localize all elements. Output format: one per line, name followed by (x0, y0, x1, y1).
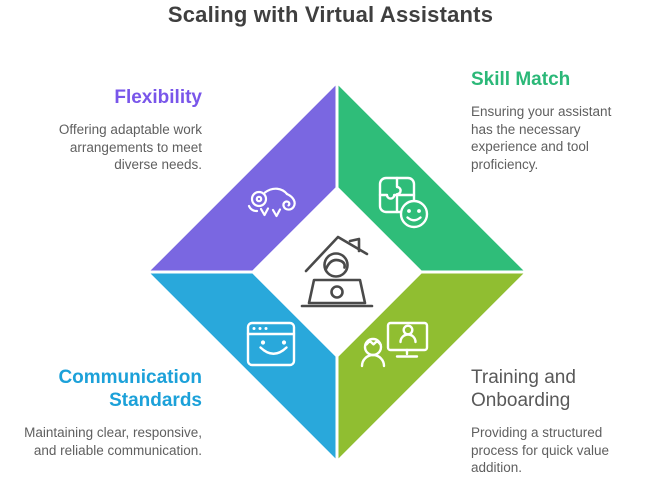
quadrant-text-training-onboarding: Training and Onboarding Providing a stru… (471, 366, 633, 477)
quadrant-text-flexibility: Flexibility Offering adaptable work arra… (34, 86, 202, 174)
training-onboarding-heading: Training and Onboarding (471, 367, 576, 411)
work-from-home-icon (300, 235, 374, 308)
quadrant-text-communication-standards: Communication Standards Maintaining clea… (22, 366, 202, 459)
browser-smiley-icon (246, 321, 296, 367)
communication-standards-heading: Communication Standards (58, 367, 202, 411)
skill-match-description: Ensuring your assistant has the necessar… (471, 104, 612, 172)
quadrant-training-shape (335, 270, 531, 466)
flexibility-description: Offering adaptable work arrangements to … (58, 122, 202, 172)
training-onboarding-description: Providing a structured process for quick… (471, 425, 610, 475)
page-title: Scaling with Virtual Assistants (167, 2, 494, 27)
skill-match-heading: Skill Match (471, 69, 571, 90)
communication-standards-description: Maintaining clear, responsive, and relia… (24, 425, 202, 458)
flexibility-heading: Flexibility (114, 87, 202, 108)
trainer-monitor-icon (360, 321, 429, 368)
chameleon-icon (247, 187, 296, 218)
quadrant-text-skill-match: Skill Match Ensuring your assistant has … (471, 68, 629, 173)
puzzle-smiley-icon (378, 176, 429, 229)
